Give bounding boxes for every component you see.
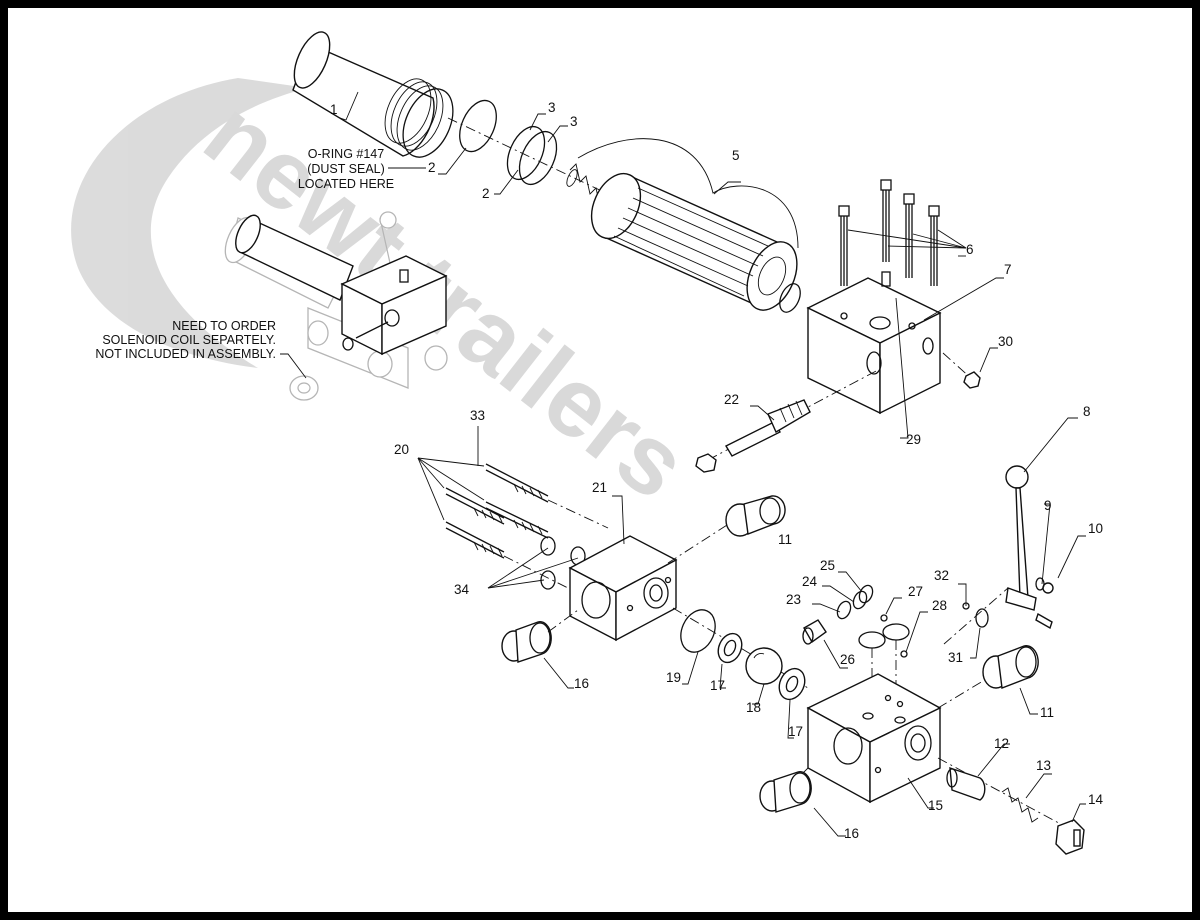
- callout-2a: 2: [428, 160, 436, 175]
- solenoid-cartridge-part: [695, 369, 879, 473]
- callout-16a: 16: [574, 676, 589, 691]
- poppet-spring-plug-part: [937, 757, 1085, 855]
- lower-manifold-21-part: [445, 463, 678, 642]
- callout-23: 23: [786, 592, 801, 607]
- watermark-swoosh-icon: [71, 78, 308, 368]
- solenoid-note-line-1: NEED TO ORDER: [172, 319, 276, 333]
- callout-1: 1: [330, 102, 338, 117]
- exploded-parts-diagram: newt trailers: [71, 31, 1104, 855]
- fitting-11-upper-part: [667, 495, 786, 564]
- callout-29: 29: [906, 432, 921, 447]
- fitting-16-bottom-part: [759, 767, 812, 813]
- callout-34: 34: [454, 582, 470, 597]
- callout-27: 27: [908, 584, 923, 599]
- solenoid-note-line-2: SOLENOID COIL SEPARTELY.: [102, 333, 276, 347]
- solenoid-note: NEED TO ORDER SOLENOID COIL SEPARTELY. N…: [95, 319, 276, 361]
- callout-3a: 3: [548, 100, 556, 115]
- callout-20: 20: [394, 442, 409, 457]
- diagram-frame: newt trailers: [8, 8, 1192, 912]
- callout-28: 28: [932, 598, 947, 613]
- callout-30: 30: [998, 334, 1013, 349]
- oring-note-line-1: O-RING #147: [308, 147, 384, 161]
- seals-and-ball-part: [672, 607, 809, 701]
- callout-14: 14: [1088, 792, 1104, 807]
- callout-11a: 11: [778, 532, 792, 547]
- filter-element-part: [590, 172, 801, 313]
- callout-21: 21: [592, 480, 607, 495]
- handle-lever-part: [943, 465, 1054, 645]
- callout-8: 8: [1083, 404, 1091, 419]
- lower-block-15-part: [806, 673, 942, 804]
- callout-labels: 1 2 2 3 3 5 6 7 8 9 10 11 11 12 13 14 15…: [330, 100, 1104, 841]
- callout-17b: 17: [788, 724, 803, 739]
- callout-19: 19: [666, 670, 681, 685]
- plug-30-part: [963, 371, 981, 389]
- spring-part: [566, 163, 601, 207]
- fitting-11-right-part: [937, 645, 1039, 709]
- callout-12: 12: [994, 736, 1009, 751]
- leader-lines: [280, 91, 1086, 837]
- callout-17a: 17: [710, 678, 725, 693]
- callout-22: 22: [724, 392, 739, 407]
- callout-13: 13: [1036, 758, 1051, 773]
- callout-3b: 3: [570, 114, 578, 129]
- callout-15: 15: [928, 798, 943, 813]
- callout-5: 5: [732, 148, 740, 163]
- callout-9: 9: [1044, 498, 1052, 513]
- oring-note: O-RING #147 (DUST SEAL) LOCATED HERE: [298, 147, 394, 191]
- callout-25: 25: [820, 558, 835, 573]
- callout-18: 18: [746, 700, 761, 715]
- bolts-part: [838, 179, 940, 286]
- callout-7: 7: [1004, 262, 1012, 277]
- reference-assembly-image: [224, 211, 448, 401]
- oring-note-line-2: (DUST SEAL): [307, 162, 385, 176]
- filter-housing-part: [292, 31, 454, 158]
- callout-6: 6: [966, 242, 974, 257]
- callout-26: 26: [840, 652, 855, 667]
- o-rings: [459, 99, 558, 186]
- callout-31: 31: [948, 650, 963, 665]
- solenoid-note-line-3: NOT INCLUDED IN ASSEMBLY.: [95, 347, 276, 361]
- callout-16b: 16: [844, 826, 859, 841]
- fitting-16-left-part: [501, 609, 579, 663]
- filter-head-block-part: [806, 271, 942, 415]
- callout-32: 32: [934, 568, 949, 583]
- callout-11b: 11: [1040, 705, 1054, 720]
- callout-10: 10: [1088, 521, 1103, 536]
- callout-24: 24: [802, 574, 818, 589]
- callout-2b: 2: [482, 186, 490, 201]
- callout-33: 33: [470, 408, 485, 423]
- oring-note-line-3: LOCATED HERE: [298, 177, 394, 191]
